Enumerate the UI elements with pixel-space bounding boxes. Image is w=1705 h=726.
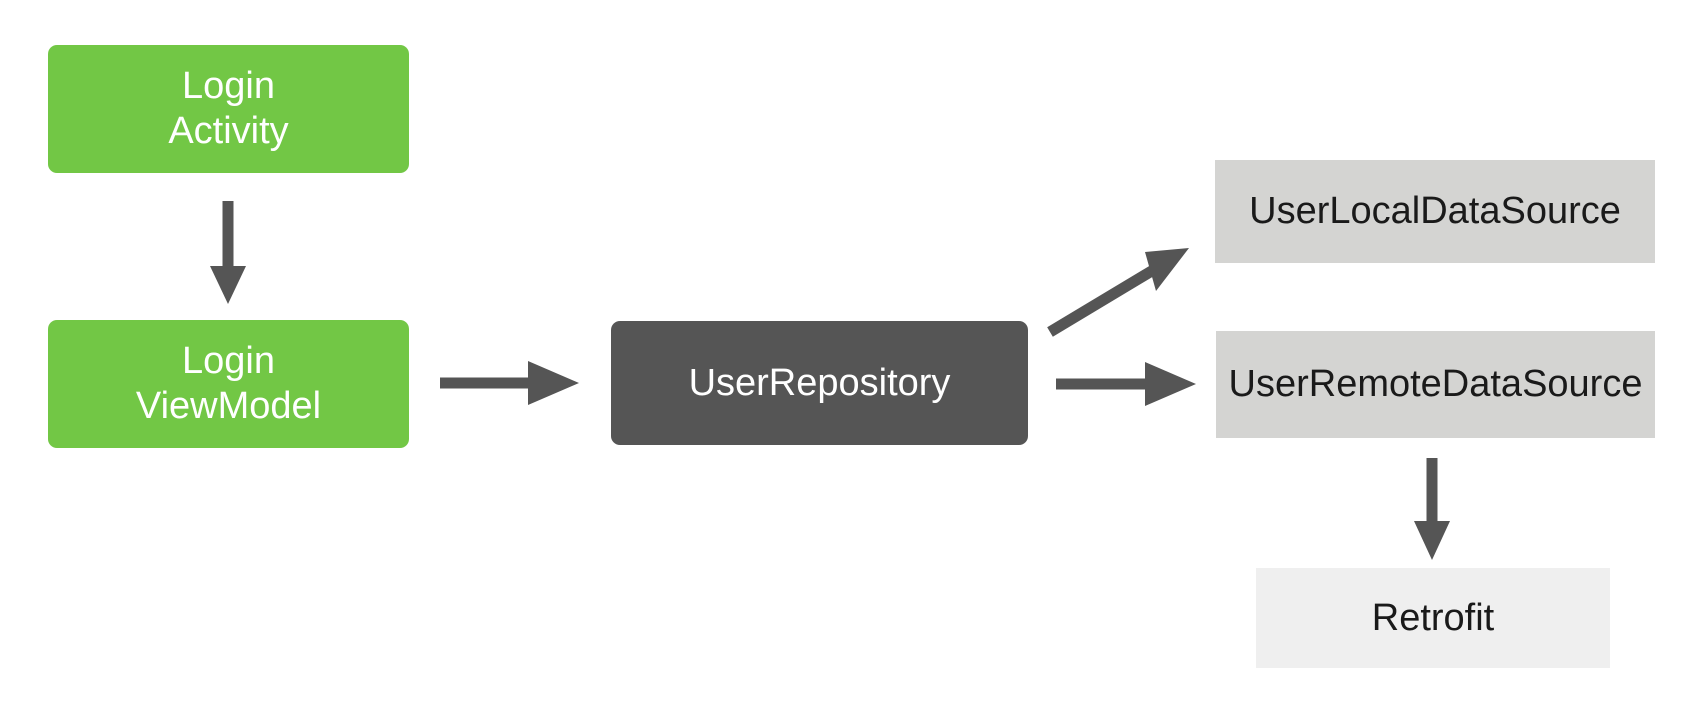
- edge-repository-to-local-ds: [1047, 248, 1189, 337]
- node-user-repository[interactable]: UserRepository: [611, 321, 1028, 445]
- node-login-activity[interactable]: Login Activity: [48, 45, 409, 173]
- edge-remote-ds-to-retrofit: [1414, 458, 1450, 560]
- node-login-viewmodel[interactable]: Login ViewModel: [48, 320, 409, 448]
- edge-activity-to-viewmodel: [210, 201, 246, 304]
- node-user-local-data-source[interactable]: UserLocalDataSource: [1215, 160, 1655, 263]
- edge-viewmodel-to-repository: [440, 361, 579, 405]
- node-retrofit[interactable]: Retrofit: [1256, 568, 1610, 668]
- edge-repository-to-remote-ds: [1056, 362, 1196, 406]
- node-user-remote-data-source[interactable]: UserRemoteDataSource: [1216, 331, 1655, 438]
